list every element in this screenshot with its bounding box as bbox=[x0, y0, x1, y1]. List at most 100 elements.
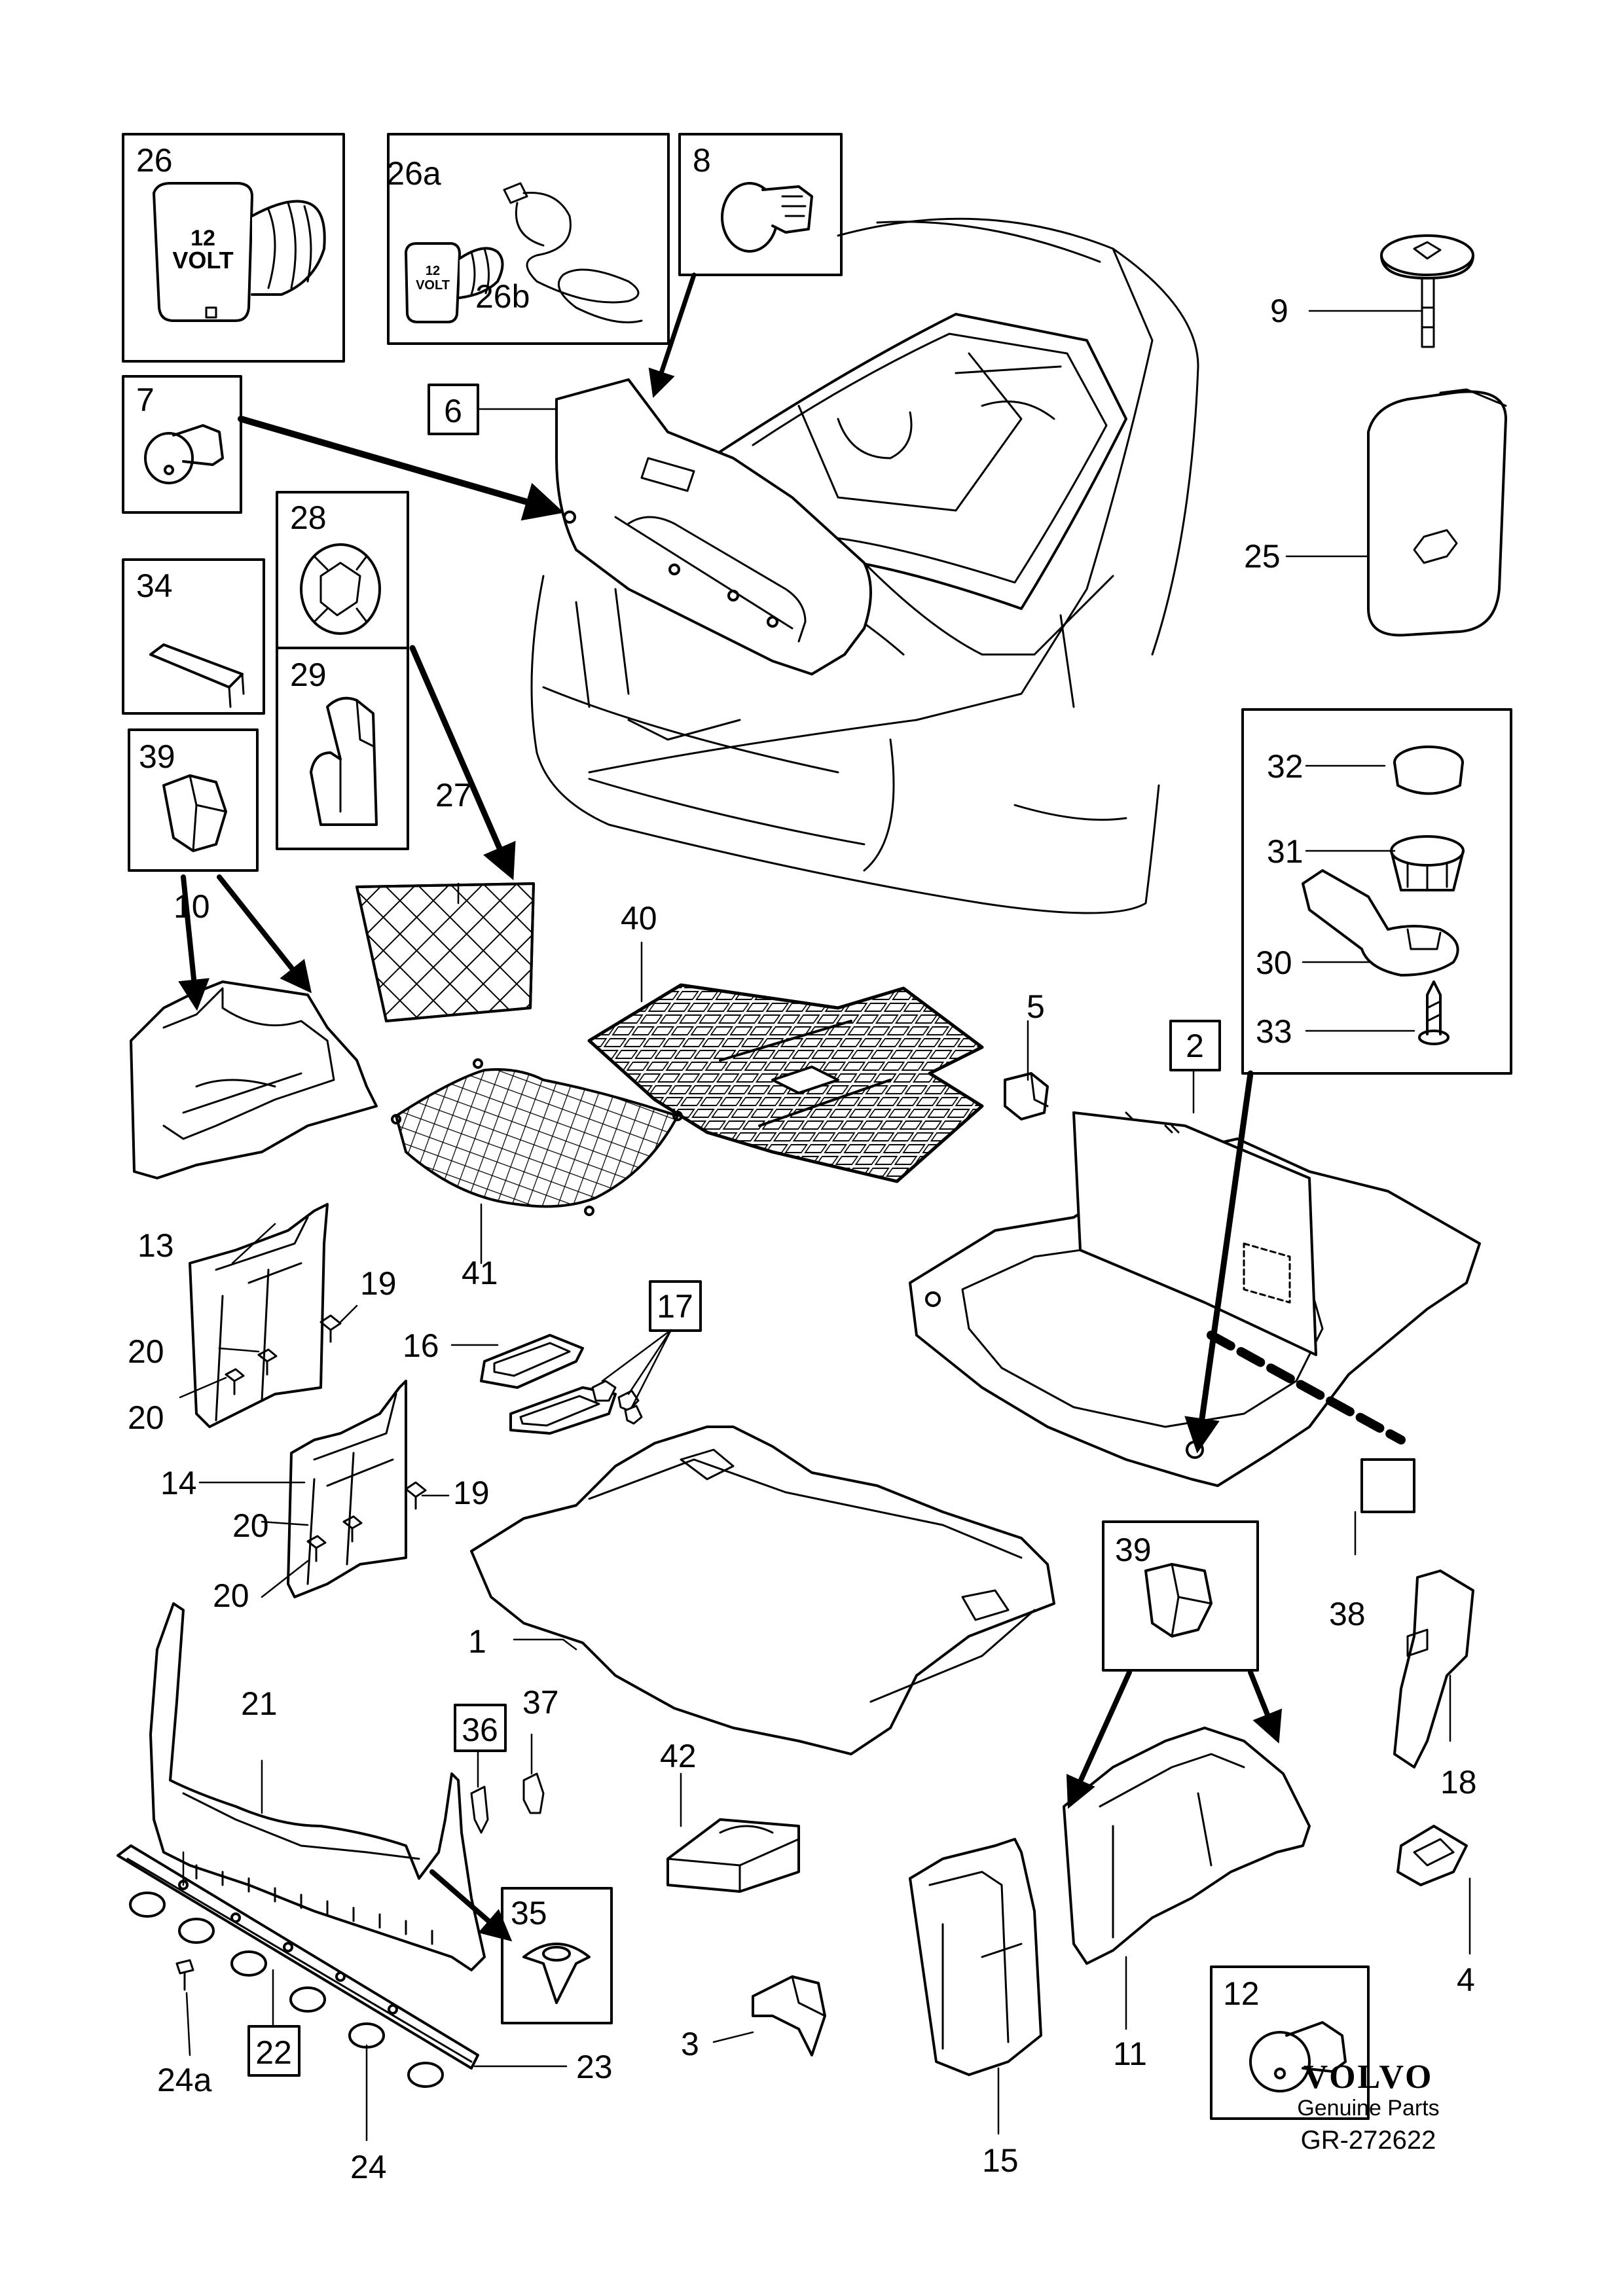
label-part-38 bbox=[1360, 1458, 1415, 1513]
part-label-24: 24 bbox=[350, 2149, 387, 2185]
part-26-box bbox=[122, 133, 345, 363]
first-aid-kit-part-25 bbox=[1367, 388, 1507, 637]
part-8-box bbox=[678, 133, 843, 276]
socket-label-large: VOLT bbox=[172, 247, 233, 274]
foam-block-part-42 bbox=[666, 1818, 800, 1893]
rear-sill-trim-part-21 bbox=[149, 1602, 486, 1971]
side-panel-part-14 bbox=[287, 1380, 407, 1598]
part-35-box bbox=[501, 1887, 613, 2024]
part-label-35: 35 bbox=[511, 1895, 547, 1931]
part-label-39-upper: 39 bbox=[139, 738, 175, 775]
part-34-box bbox=[122, 558, 265, 715]
part-label-19-lower: 19 bbox=[453, 1475, 490, 1511]
part-label-11: 11 bbox=[1113, 2036, 1147, 2072]
cargo-net-part-41 bbox=[391, 1058, 683, 1216]
part-label-28: 28 bbox=[290, 499, 327, 536]
clip-part-39-upper bbox=[162, 774, 227, 852]
socket-label-small: VOLT bbox=[416, 278, 450, 293]
part-label-4: 4 bbox=[1457, 1962, 1475, 1998]
part-label-15: 15 bbox=[982, 2142, 1019, 2179]
part-label-39-lower: 39 bbox=[1115, 1532, 1152, 1568]
part-label-16: 16 bbox=[403, 1327, 439, 1364]
cover-part-28 bbox=[300, 543, 381, 635]
part-label-6: 6 bbox=[444, 393, 462, 429]
part-17-label-box bbox=[649, 1280, 702, 1332]
clip-part-36 bbox=[470, 1785, 489, 1834]
part-label-20-a: 20 bbox=[128, 1333, 164, 1370]
net-pocket-part-27 bbox=[356, 882, 535, 1022]
diagram-reference: GR-272622 bbox=[1301, 2126, 1436, 2155]
part-label-18: 18 bbox=[1440, 1764, 1477, 1801]
part-label-42: 42 bbox=[660, 1738, 697, 1774]
part-label-9: 9 bbox=[1270, 293, 1288, 329]
part-39-box-upper bbox=[128, 728, 259, 872]
screw-part-33 bbox=[1418, 980, 1450, 1045]
bracket-part-34 bbox=[149, 643, 245, 708]
ring-part-31 bbox=[1390, 835, 1465, 891]
part-label-5: 5 bbox=[1027, 988, 1045, 1025]
part-29-box bbox=[276, 647, 409, 850]
part-label-25: 25 bbox=[1244, 538, 1281, 575]
part-label-37: 37 bbox=[522, 1684, 559, 1721]
leader-lines bbox=[178, 272, 1471, 2142]
plug-part-4 bbox=[1396, 1825, 1468, 1886]
clip-part-35 bbox=[522, 1943, 591, 2004]
part-label-26a: 26a bbox=[386, 155, 441, 192]
side-panel-part-13 bbox=[189, 1203, 329, 1428]
knob-part-32 bbox=[1393, 745, 1464, 795]
part-number-labels: 26 26a 26b 8 7 6 28 29 34 39 9 25 27 10 … bbox=[128, 142, 1477, 2185]
part-label-10: 10 bbox=[173, 888, 210, 925]
part-26a-box bbox=[387, 133, 670, 345]
part-label-26: 26 bbox=[136, 142, 173, 179]
clip-part-37 bbox=[522, 1772, 545, 1814]
part-39-box-lower bbox=[1102, 1520, 1259, 1672]
part-label-26b: 26b bbox=[475, 278, 530, 315]
part-label-41: 41 bbox=[462, 1255, 498, 1291]
part-36-label-box bbox=[454, 1704, 507, 1752]
part-label-29: 29 bbox=[290, 656, 327, 693]
bracket-part-18 bbox=[1393, 1570, 1474, 1768]
hook-part-29 bbox=[310, 696, 378, 826]
floor-mat-part-40 bbox=[587, 983, 984, 1183]
part-label-36: 36 bbox=[462, 1712, 498, 1748]
part-label-14: 14 bbox=[160, 1465, 197, 1501]
part-12-box bbox=[1210, 1965, 1370, 2120]
clip-part-7 bbox=[144, 424, 224, 484]
clip-part-12 bbox=[1249, 2021, 1347, 2092]
part-label-27: 27 bbox=[435, 777, 472, 814]
part-7-box bbox=[122, 375, 242, 514]
part-label-19-upper: 19 bbox=[360, 1265, 397, 1302]
brand-logo: VOLVO bbox=[1304, 2058, 1434, 2096]
spare-wheel-well-part-2 bbox=[909, 1111, 1481, 1487]
fasteners-part-19-20 bbox=[225, 1314, 427, 1562]
trunk-lid-panel-part-6 bbox=[555, 378, 872, 675]
part-label-20-c: 20 bbox=[232, 1507, 269, 1544]
clip-part-8 bbox=[721, 182, 813, 253]
brand-tagline: Genuine Parts bbox=[1297, 2096, 1439, 2121]
bracket-part-3 bbox=[752, 1975, 826, 2056]
bolt-part-24a bbox=[175, 1959, 194, 1991]
part-22-label-box bbox=[247, 2025, 301, 2077]
fastener-part-9 bbox=[1380, 234, 1474, 348]
part-label-31: 31 bbox=[1267, 833, 1304, 870]
part-label-33: 33 bbox=[1256, 1013, 1292, 1050]
part-label-1: 1 bbox=[468, 1623, 486, 1660]
part-label-17: 17 bbox=[657, 1288, 693, 1325]
part-label-20-b: 20 bbox=[128, 1399, 164, 1436]
socket-voltage-large: 12 bbox=[191, 226, 215, 251]
part-label-40: 40 bbox=[621, 900, 657, 937]
clip-part-39-lower bbox=[1144, 1563, 1213, 1638]
part-label-21: 21 bbox=[241, 1685, 278, 1722]
part-label-23: 23 bbox=[576, 2049, 613, 2085]
part-label-22: 22 bbox=[255, 2034, 292, 2071]
part-label-30: 30 bbox=[1256, 944, 1292, 981]
socket-voltage-small: 12 bbox=[426, 264, 440, 278]
12v-socket-with-cable bbox=[405, 182, 643, 323]
part-label-3: 3 bbox=[681, 2026, 699, 2062]
part-label-20-d: 20 bbox=[213, 1577, 249, 1614]
part-label-38: 38 bbox=[1329, 1596, 1366, 1632]
part-label-13: 13 bbox=[137, 1227, 174, 1264]
part-label-34: 34 bbox=[136, 567, 173, 604]
part-label-12: 12 bbox=[1223, 1975, 1260, 2012]
bracket-part-30 bbox=[1302, 869, 1459, 977]
